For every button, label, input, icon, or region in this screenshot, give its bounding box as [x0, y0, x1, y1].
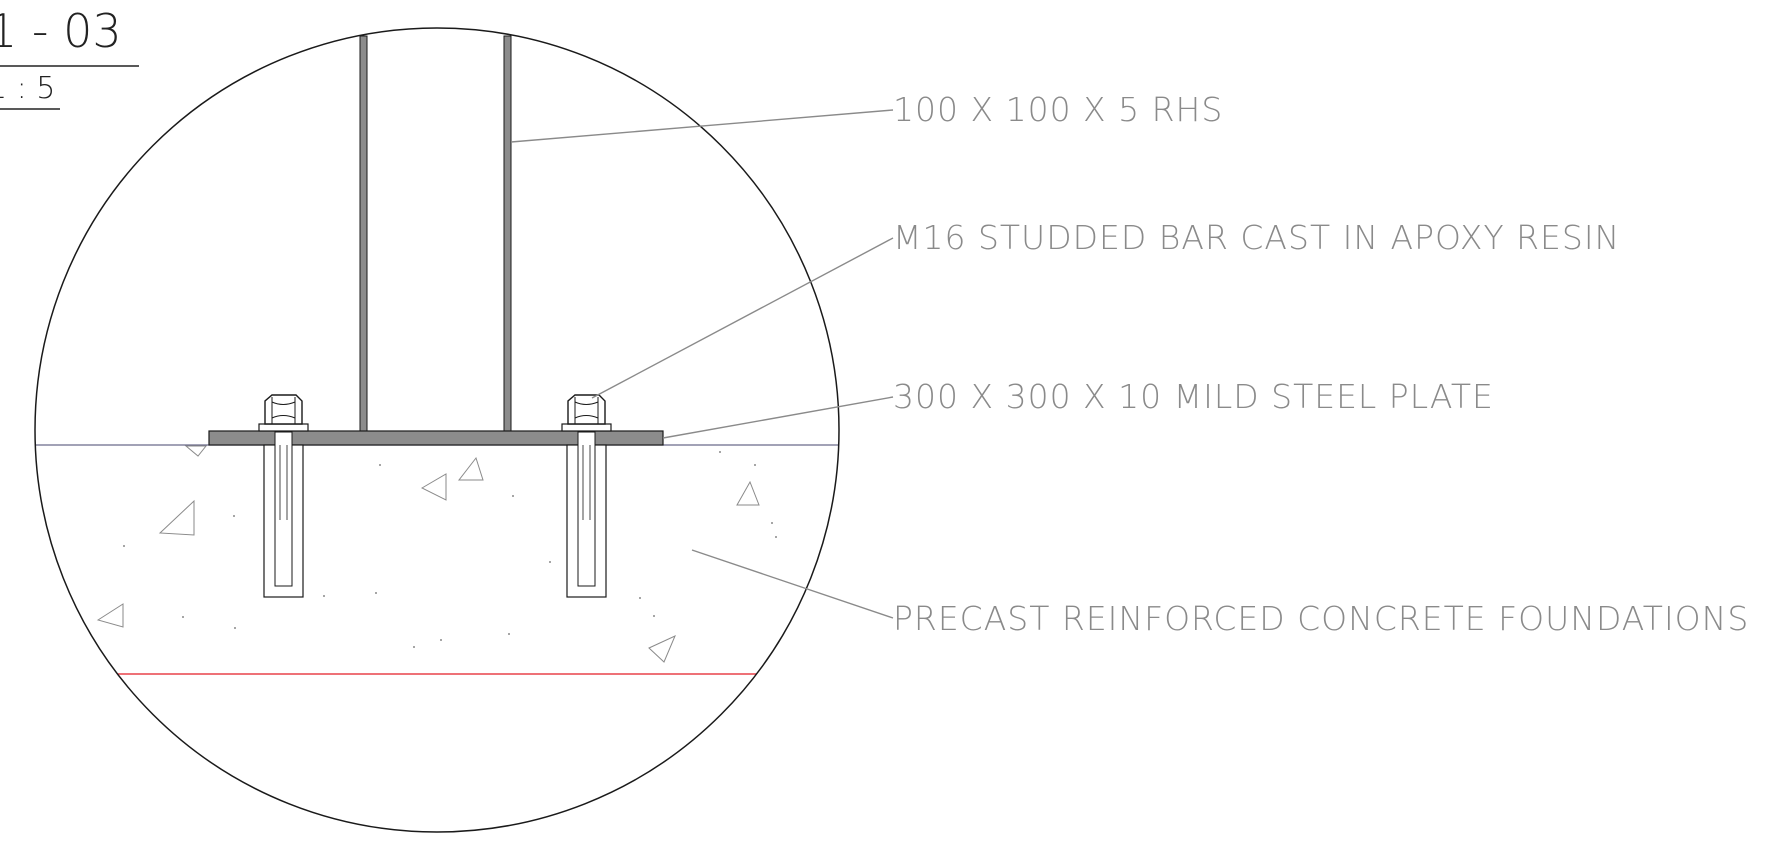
aggregate-dot	[440, 639, 442, 641]
aggregate-dot	[754, 464, 756, 466]
rhs-column	[359, 35, 512, 433]
annotations: 100 X 100 X 5 RHS M16 STUDDED BAR CAST I…	[893, 90, 1749, 638]
annotation-plate: 300 X 300 X 10 MILD STEEL PLATE	[893, 377, 1494, 416]
aggregate-dot	[653, 615, 655, 617]
aggregate-dot	[323, 595, 325, 597]
aggregate-triangle	[736, 480, 760, 506]
leader-studded-bar	[591, 237, 894, 399]
aggregate-triangle	[648, 635, 676, 663]
rhs-left-wall	[359, 35, 368, 433]
aggregate-triangle	[96, 603, 124, 628]
aggregate-dot	[719, 451, 721, 453]
annotation-studded-bar: M16 STUDDED BAR CAST IN APOXY RESIN	[893, 218, 1620, 257]
hex-nut	[567, 394, 606, 425]
aggregate-triangle	[158, 499, 195, 536]
aggregate-dot	[123, 545, 125, 547]
aggregate-dot	[771, 522, 773, 524]
studded-bar	[577, 431, 596, 587]
detail-circle-content	[35, 35, 839, 675]
left-anchor-bolt	[258, 394, 309, 598]
studded-bar	[274, 431, 293, 587]
aggregate-triangle	[420, 473, 447, 501]
concrete-aggregate-hatch	[96, 445, 760, 663]
hex-nut	[264, 394, 303, 425]
detail-scale: 1 : 5	[0, 71, 55, 106]
leader-plate	[662, 396, 894, 439]
annotation-rhs: 100 X 100 X 5 RHS	[893, 90, 1223, 129]
aggregate-dot	[775, 536, 777, 538]
aggregate-dot	[375, 592, 377, 594]
nut-chamfer	[271, 401, 296, 405]
aggregate-dot	[413, 646, 415, 648]
leader-lines	[510, 109, 894, 619]
aggregate-dot	[549, 561, 551, 563]
leader-rhs	[510, 109, 894, 143]
right-anchor-bolt	[561, 394, 612, 598]
washer	[258, 423, 309, 432]
aggregate-dot	[234, 627, 236, 629]
aggregate-triangle	[457, 456, 484, 481]
aggregate-dot	[182, 616, 184, 618]
concrete-aggregate-dots	[123, 451, 777, 648]
detail-boundary-circle	[34, 27, 840, 833]
detail-title-block: 1 - 03 1 : 5	[0, 4, 139, 110]
washer	[561, 423, 612, 432]
aggregate-triangle	[184, 445, 208, 457]
aggregate-dot	[639, 597, 641, 599]
nut-chamfer	[574, 415, 599, 419]
annotation-foundation: PRECAST REINFORCED CONCRETE FOUNDATIONS	[893, 599, 1749, 638]
aggregate-dot	[508, 633, 510, 635]
detail-title: 1 - 03	[0, 4, 122, 58]
nut-chamfer	[574, 401, 599, 405]
aggregate-dot	[512, 495, 514, 497]
nut-chamfer	[271, 415, 296, 419]
aggregate-dot	[379, 464, 381, 466]
leader-foundation	[691, 549, 894, 619]
aggregate-dot	[233, 515, 235, 517]
rhs-right-wall	[503, 35, 512, 433]
